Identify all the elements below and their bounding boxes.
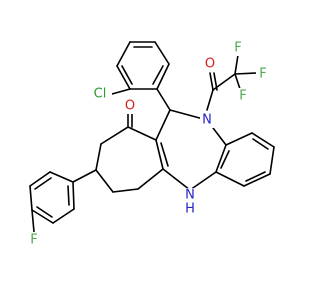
- fluorophenyl-ring: [29, 171, 75, 224]
- cf3-fluorine-bottom: F: [239, 89, 246, 104]
- bond-aryl-f: [31, 209, 35, 233]
- molecule-structure: Cl O O N N H F F F F: [27, 40, 275, 248]
- bond-aryl-c11: [156, 88, 171, 111]
- chlorine-atom: Cl: [94, 87, 107, 102]
- acyl-nitrogen-atom: N: [202, 113, 212, 128]
- atom-labels: Cl O O N N H F F F F: [27, 40, 270, 248]
- acyl-oxygen-atom: O: [205, 57, 215, 72]
- bond-c3-aryl: [72, 169, 97, 183]
- amine-nitrogen-atom: N: [185, 188, 195, 203]
- amine-hydrogen-atom: H: [185, 202, 195, 217]
- diazepine-ring: [155, 109, 227, 191]
- cf3-fluorine-right: F: [259, 67, 266, 82]
- chlorophenyl-ring: [116, 41, 170, 90]
- trifluoroacetyl-group: [206, 54, 257, 111]
- cyclohexenone-ring: [95, 126, 164, 193]
- benzo-ring: [215, 132, 275, 187]
- bond-cl: [111, 88, 131, 95]
- aryl-fluorine-atom: F: [30, 233, 37, 248]
- ketone-oxygen-atom: O: [125, 99, 135, 114]
- cf3-fluorine-top: F: [234, 41, 241, 56]
